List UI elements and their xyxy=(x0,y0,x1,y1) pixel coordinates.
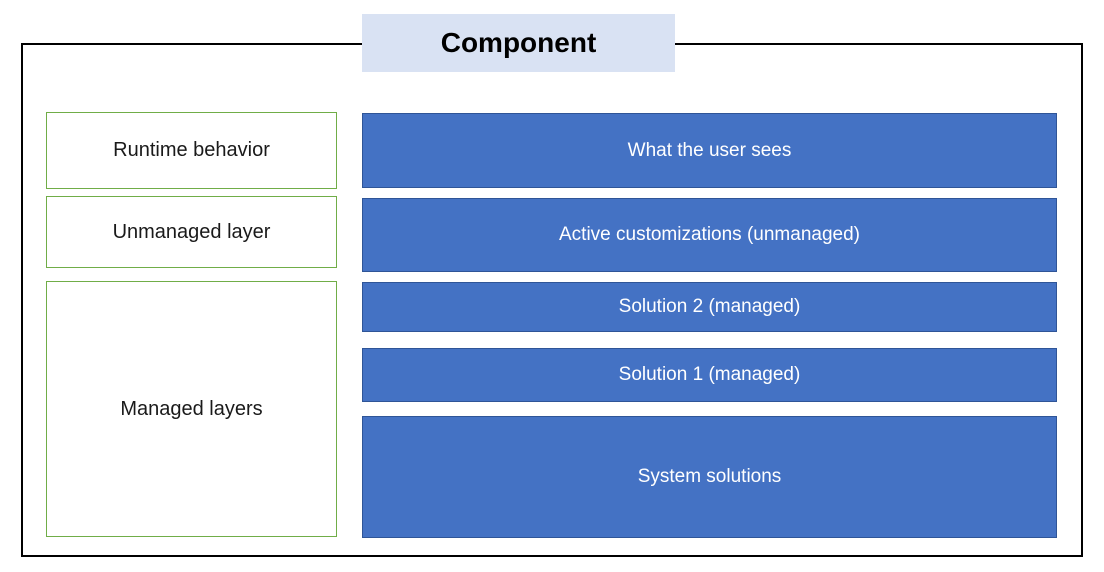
runtime-behavior-label: Runtime behavior xyxy=(113,139,270,161)
diagram-title-label: Component xyxy=(440,27,597,58)
diagram-title: Component xyxy=(362,14,675,72)
solution-1-label: Solution 1 (managed) xyxy=(618,364,801,385)
system-solutions-label: System solutions xyxy=(637,466,782,487)
unmanaged-layer-label: Unmanaged layer xyxy=(112,220,271,243)
layer-box-solution-1: Solution 1 (managed) xyxy=(362,348,1057,402)
label-box-unmanaged-layer: Unmanaged layer xyxy=(46,196,337,268)
active-customizations-label: Active customizations (unmanaged) xyxy=(559,224,860,245)
layer-box-system-solutions: System solutions xyxy=(362,416,1057,538)
label-box-managed-layers: Managed layers xyxy=(46,281,337,537)
solution-2-label: Solution 2 (managed) xyxy=(618,296,801,317)
layer-box-what-the-user-sees: What the user sees xyxy=(362,113,1057,188)
what-the-user-sees-label: What the user sees xyxy=(627,139,792,161)
managed-layers-label: Managed layers xyxy=(120,397,263,420)
layer-box-solution-2: Solution 2 (managed) xyxy=(362,282,1057,332)
layer-box-active-customizations: Active customizations (unmanaged) xyxy=(362,198,1057,272)
label-box-runtime-behavior: Runtime behavior xyxy=(46,112,337,189)
